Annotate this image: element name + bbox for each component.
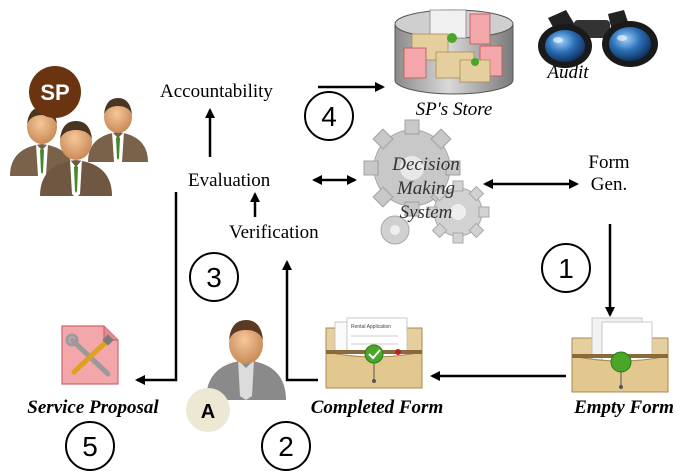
decision-label-3: System: [400, 202, 453, 223]
step-4: 4: [304, 91, 354, 141]
service-proposal-label: Service Proposal: [27, 397, 159, 418]
step-3: 3: [189, 252, 239, 302]
step-5: 5: [65, 421, 115, 471]
completed-form-label: Completed Form: [311, 397, 443, 418]
step-5-label: 5: [82, 431, 98, 462]
step-3-label: 3: [206, 262, 222, 293]
arrows: [135, 82, 615, 385]
arrow-completed-to-verification: [282, 260, 318, 382]
verification-label: Verification: [229, 222, 319, 243]
sp-store-label: SP's Store: [416, 99, 493, 120]
decision-label-1: Decision: [391, 154, 460, 175]
decision-label-2: Making: [396, 178, 455, 199]
business-group-icon: [10, 98, 148, 198]
database-icon: [394, 9, 514, 95]
sp-badge-label: SP: [40, 80, 69, 105]
step-2: 2: [261, 421, 311, 471]
step-1-label: 1: [558, 253, 574, 284]
person-icon: [206, 320, 286, 400]
tools-document-icon: [61, 325, 119, 385]
applicant-badge-label: A: [201, 401, 215, 423]
arrow-evaluation-to-proposal: [135, 192, 178, 385]
audit-label: Audit: [545, 62, 589, 83]
step-1: 1: [541, 243, 591, 293]
form-gen-label-2: Gen.: [591, 174, 627, 195]
empty-form-label: Empty Form: [573, 397, 674, 418]
folder-with-form-icon: Rental Application: [325, 317, 423, 389]
step-2-label: 2: [278, 431, 294, 462]
sp-badge: SP: [29, 66, 81, 118]
form-gen-label-1: Form: [588, 152, 629, 173]
sealed-envelope-icon: [571, 317, 669, 393]
rental-application-label: Rental Application: [351, 324, 391, 330]
applicant-badge: A: [186, 388, 230, 432]
binoculars-icon: [538, 10, 658, 68]
gears-icon: [363, 119, 490, 245]
accountability-label: Accountability: [160, 81, 273, 102]
step-4-label: 4: [321, 101, 337, 132]
evaluation-label: Evaluation: [188, 170, 271, 191]
